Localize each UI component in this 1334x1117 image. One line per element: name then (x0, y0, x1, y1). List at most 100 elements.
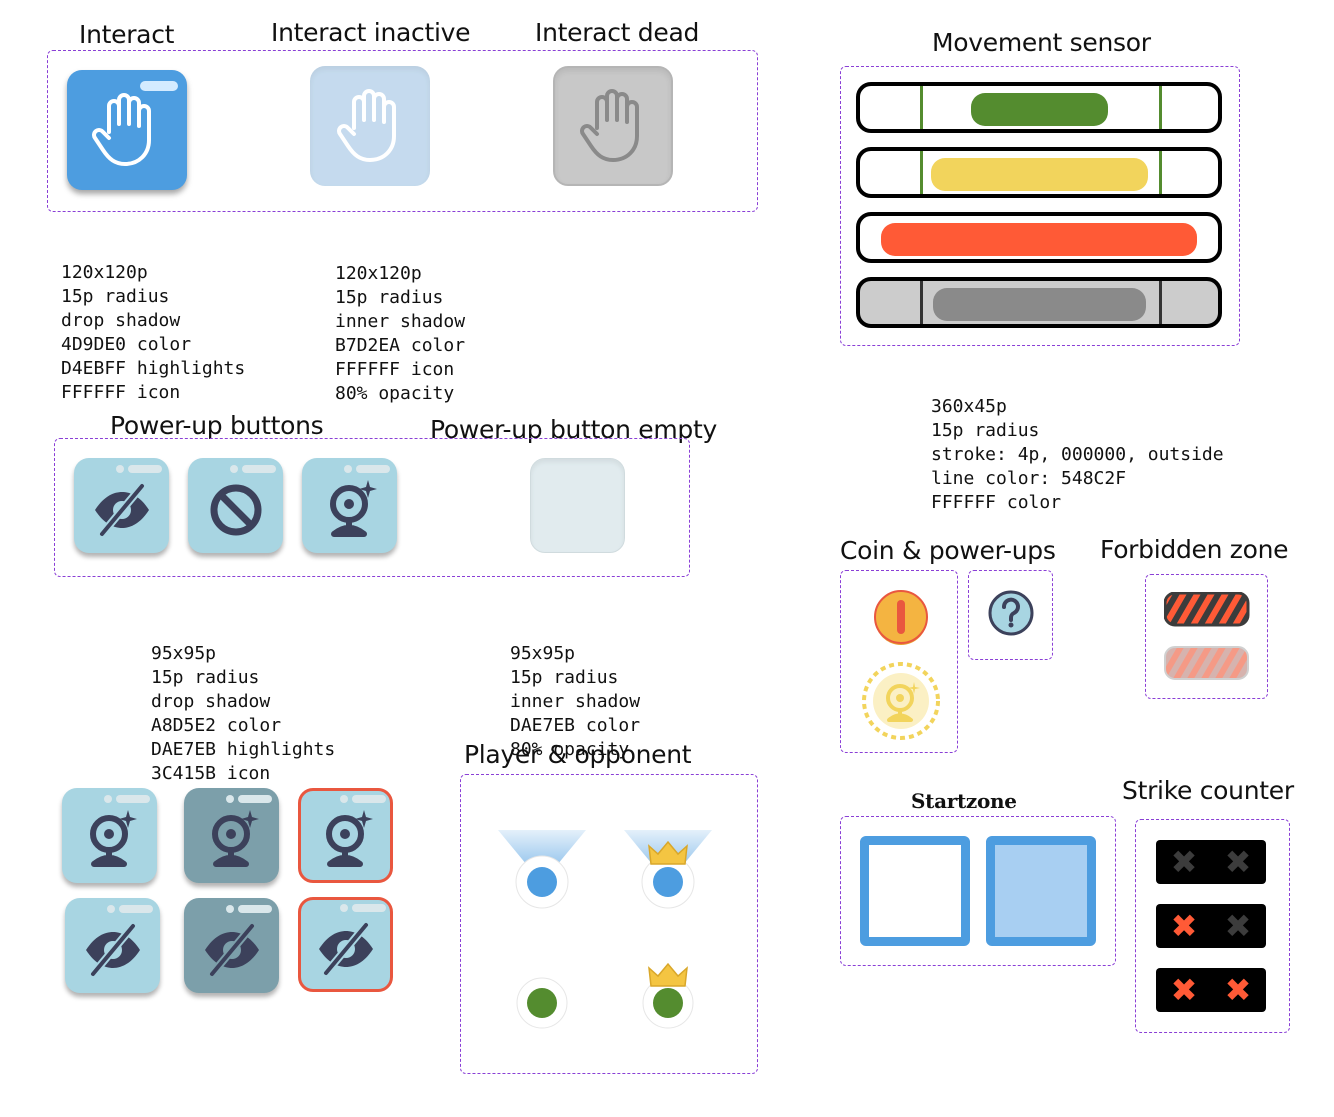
movement-sensor-bar-green (856, 82, 1222, 133)
eye-slash-icon (95, 483, 149, 537)
highlight-dot (344, 465, 352, 473)
powerup-hide-normal[interactable] (65, 898, 160, 993)
powerup-button-hide[interactable] (74, 458, 169, 553)
highlight-dot (230, 465, 238, 473)
sensor-line-left (920, 151, 923, 194)
webcam-icon (326, 810, 373, 867)
x-icon: ✖ (1224, 971, 1252, 1009)
highlight-dot (226, 905, 234, 913)
interact-button[interactable] (67, 70, 187, 190)
interact-inactive-button (310, 66, 430, 186)
eye-slash-icon (86, 923, 140, 977)
highlight-bar (128, 465, 162, 473)
crown-icon (648, 962, 688, 987)
forbidden-zone-heading: Forbidden zone (1100, 535, 1289, 564)
interact-inactive-heading: Interact inactive (271, 18, 471, 47)
sensor-line-right (1159, 86, 1162, 129)
player-opponent-frame (460, 774, 758, 1074)
forbidden-zone-icons (1164, 592, 1250, 680)
highlight-dot (226, 795, 234, 803)
player-opponent-heading: Player & opponent (464, 740, 692, 769)
eye-slash-icon (205, 923, 259, 977)
sensor-line-left (920, 86, 923, 129)
highlight-bar (140, 81, 178, 91)
highlight-dot (340, 795, 348, 803)
powerup-camera-pressed[interactable] (184, 788, 279, 883)
hand-icon (580, 89, 639, 162)
powerup-button-empty (530, 458, 625, 553)
startzone-filled (986, 836, 1096, 946)
movement-sensor-heading: Movement sensor (932, 28, 1151, 57)
question-mark-icon (988, 590, 1034, 636)
highlight-dot (107, 905, 115, 913)
coin-powerups-heading: Coin & power-ups (840, 536, 1056, 565)
powerup-button-camera[interactable] (302, 458, 397, 553)
sensor-fill (933, 288, 1146, 321)
opponent-with-view-cone (624, 830, 712, 909)
startzone-frame (840, 816, 1116, 966)
powerup-button-block[interactable] (188, 458, 283, 553)
x-icon: ✖ (1170, 907, 1198, 945)
highlight-dot (116, 465, 124, 473)
sensor-fill (881, 223, 1197, 256)
startzone-empty (860, 836, 970, 946)
webcam-icon (90, 810, 137, 867)
sensor-line-right (1159, 151, 1162, 194)
sensor-line-right (1159, 281, 1162, 324)
movement-sensor-bar-dead (856, 277, 1222, 328)
forbidden-zone-active (1164, 592, 1250, 627)
mystery-frame (968, 570, 1053, 660)
strike-counter-frame (1135, 819, 1290, 1033)
powerup-frame (54, 438, 690, 577)
forbidden-zone-frame (1145, 574, 1268, 699)
highlight-bar (116, 795, 150, 803)
movement-sensor-bar-yellow (856, 147, 1222, 198)
startzone-heading: Startzone (911, 789, 1017, 813)
highlight-bar (356, 465, 390, 473)
strike-counter-2: ✖ ✖ (1156, 968, 1266, 1012)
movement-sensor-frame (840, 66, 1240, 346)
x-icon: ✖ (1170, 971, 1198, 1009)
webcam-icon (212, 810, 259, 867)
powerup-camera-selected[interactable] (298, 788, 393, 883)
sensor-line-left (920, 281, 923, 324)
sensor-fill (971, 93, 1108, 126)
highlight-dot (340, 904, 348, 912)
highlight-bar (352, 795, 386, 803)
powerup-hide-pressed[interactable] (184, 898, 279, 993)
coin-icon (874, 590, 928, 645)
hand-icon (337, 89, 396, 162)
opponent-plain (642, 962, 694, 1029)
interact-dead-heading: Interact dead (535, 18, 700, 47)
movement-sensor-bar-red (856, 212, 1222, 263)
coin-powerup-icon (862, 662, 940, 740)
webcam-icon (330, 480, 377, 537)
powerup-hide-selected[interactable] (298, 897, 393, 992)
x-icon: ✖ (1224, 843, 1252, 881)
strike-counter-0: ✖ ✖ (1156, 840, 1266, 884)
crown-icon (648, 840, 688, 865)
highlight-bar (238, 905, 272, 913)
strike-counter-heading: Strike counter (1122, 776, 1294, 805)
eye-slash-icon (319, 922, 373, 976)
player-plain (516, 977, 568, 1029)
player-markers (498, 830, 712, 1029)
player-with-view-cone (498, 830, 586, 909)
forbidden-zone-inactive (1164, 646, 1249, 680)
interact-dead-button (553, 66, 673, 186)
powerup-button-empty-heading: Power-up button empty (430, 415, 717, 444)
powerup-camera-normal[interactable] (62, 788, 157, 883)
highlight-bar (352, 904, 386, 912)
interact-heading: Interact (79, 20, 175, 49)
interact-frame (47, 50, 758, 212)
highlight-bar (238, 795, 272, 803)
highlight-bar (242, 465, 276, 473)
x-icon: ✖ (1170, 843, 1198, 881)
x-icon: ✖ (1224, 907, 1252, 945)
hand-icon (92, 93, 151, 166)
strike-counter-1: ✖ ✖ (1156, 904, 1266, 948)
